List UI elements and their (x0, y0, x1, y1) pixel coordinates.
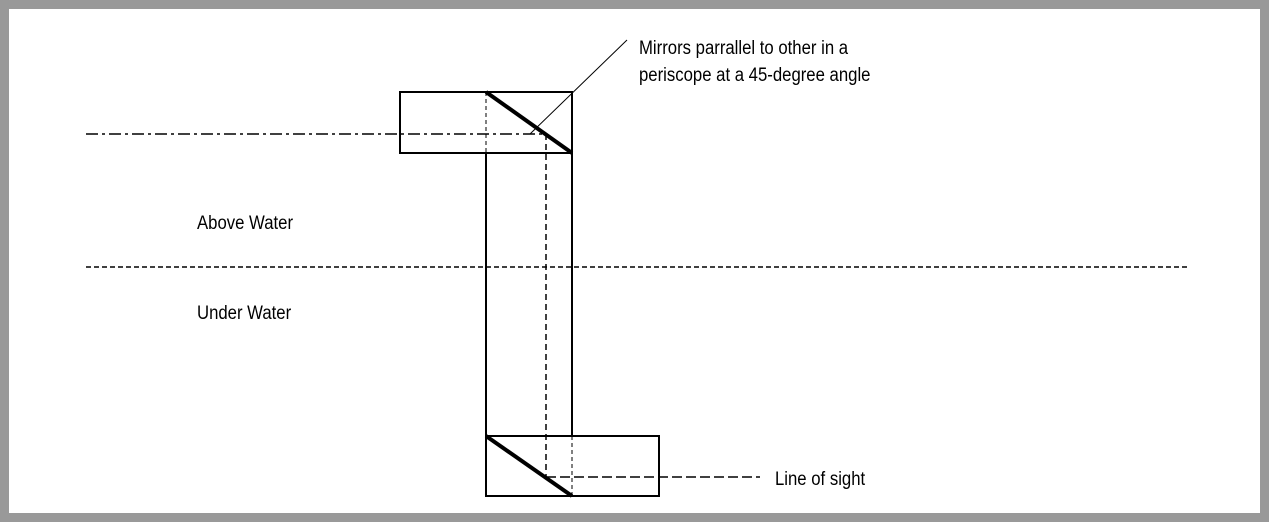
above-water-label: Above Water (197, 213, 294, 234)
bottom-mirror (484, 434, 574, 498)
under-water-label: Under Water (197, 303, 292, 324)
line-of-sight-label: Line of sight (775, 469, 866, 490)
top-mirror (484, 90, 574, 155)
mirrors-callout-line-1: Mirrors parrallel to other in a (639, 38, 849, 59)
mirrors-callout-leader (529, 39, 628, 135)
mirrors-callout-line-2: periscope at a 45-degree angle (639, 65, 871, 86)
periscope-tube (485, 152, 573, 437)
